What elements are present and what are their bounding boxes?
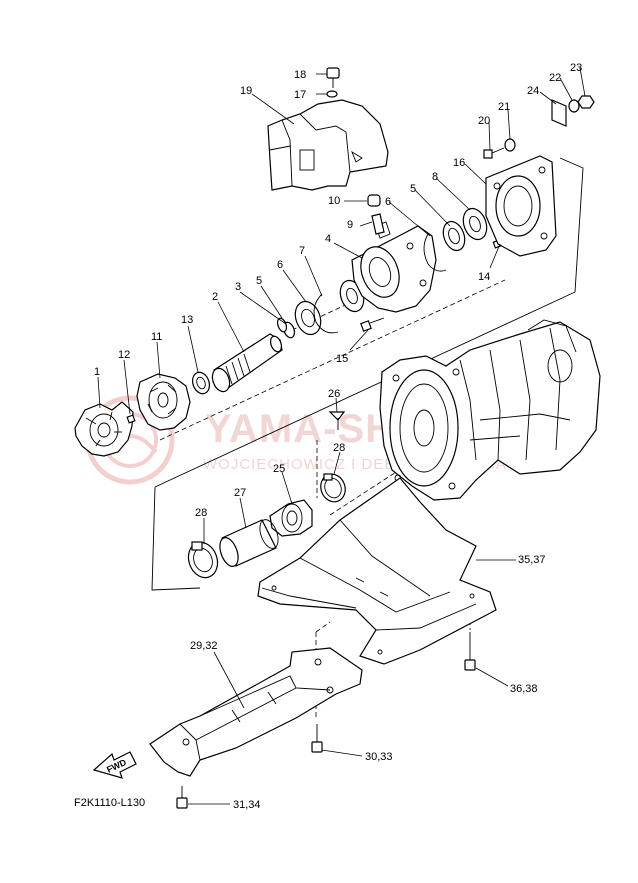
callout-9: 9 — [347, 219, 353, 231]
leader-lines — [97, 67, 586, 805]
washer-part-22 — [568, 99, 580, 113]
callout-26: 26 — [328, 388, 340, 400]
callout-31-34: 31,34 — [233, 799, 261, 811]
washer-part-21 — [504, 138, 516, 152]
circlip-part-6-right — [423, 233, 447, 272]
callout-22: 22 — [549, 72, 561, 84]
callout-13: 13 — [181, 314, 193, 326]
cover-part-19 — [267, 99, 389, 191]
intake-grate-part-29-32 — [149, 647, 363, 777]
washer-part-17 — [326, 90, 338, 98]
callout-23: 23 — [570, 62, 582, 74]
callout-35-37: 35,37 — [518, 554, 546, 566]
coupling-part-11 — [136, 373, 191, 431]
jet-pump-assembly — [379, 319, 601, 501]
clamp-part-28-lower — [187, 541, 219, 579]
callout-12: 12 — [118, 349, 130, 361]
callout-30-33: 30,33 — [365, 751, 393, 763]
ride-plate-part-35-37 — [257, 477, 497, 665]
callout-21: 21 — [498, 101, 510, 113]
callout-8: 8 — [432, 171, 438, 183]
housing-part-16 — [485, 155, 557, 257]
callout-3: 3 — [235, 281, 241, 293]
callout-28-upper: 28 — [333, 442, 345, 454]
callout-5-right: 5 — [410, 183, 416, 195]
bolt-part-30-33 — [311, 724, 323, 753]
callout-19: 19 — [240, 85, 252, 97]
callout-6-left: 6 — [277, 259, 283, 271]
callout-5-left: 5 — [256, 275, 262, 287]
seal-part-8 — [462, 207, 488, 241]
circlip-part-7 — [313, 293, 339, 334]
callout-6-right: 6 — [385, 196, 391, 208]
callout-4: 4 — [325, 233, 331, 245]
fwd-arrow-icon: FWD — [92, 751, 137, 779]
seal-part-6-left — [294, 300, 322, 336]
pin-part-12 — [126, 414, 136, 424]
callout-18: 18 — [294, 69, 306, 81]
callout-labels: 1 2 3 4 5 5 6 6 7 8 9 10 11 12 13 14 15 … — [94, 62, 582, 811]
bolt-part-31-34 — [176, 786, 188, 809]
nipple-part-9 — [371, 213, 385, 235]
callout-11: 11 — [151, 331, 162, 343]
callout-16: 16 — [453, 157, 465, 169]
callout-17: 17 — [294, 89, 306, 101]
callout-14: 14 — [478, 271, 490, 283]
washer-part-5-left — [276, 317, 288, 333]
bolt-part-20 — [483, 147, 505, 159]
bolt-part-15 — [360, 317, 385, 332]
callout-25: 25 — [273, 463, 285, 475]
seal-part-5-right — [442, 220, 466, 252]
callout-15: 15 — [336, 353, 348, 365]
callout-24: 24 — [527, 85, 539, 97]
callout-29-32: 29,32 — [190, 640, 218, 652]
nut-part-23 — [577, 95, 595, 109]
cap-part-10 — [367, 194, 381, 207]
callout-28-lower: 28 — [195, 507, 207, 519]
figure-code: F2K1110-L130 — [74, 797, 145, 809]
bolt-part-36-38 — [464, 632, 476, 671]
callout-36-38: 36,38 — [510, 683, 538, 695]
callout-27: 27 — [234, 487, 246, 499]
callout-2: 2 — [212, 291, 218, 303]
oring-part-13 — [191, 371, 211, 395]
callout-20: 20 — [478, 115, 490, 127]
clamp-part-28-upper — [320, 473, 346, 503]
damper-part-1 — [74, 401, 134, 457]
callout-10: 10 — [328, 195, 340, 207]
callout-7: 7 — [299, 245, 305, 257]
plate-part-24 — [551, 99, 567, 127]
housing-part-4 — [351, 221, 437, 313]
callout-1: 1 — [94, 366, 100, 378]
hose-part-27 — [219, 519, 279, 567]
shaft-part-2 — [211, 333, 283, 393]
screw-part-18 — [326, 67, 340, 88]
